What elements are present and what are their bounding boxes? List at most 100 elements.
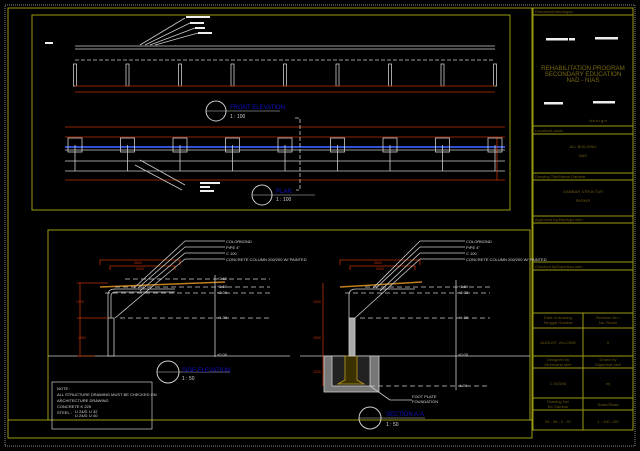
section-dim-3600: 3600	[374, 261, 382, 265]
logo-bar	[546, 38, 568, 41]
front-elevation-post	[73, 63, 77, 87]
location-label: Location/Lokasi	[535, 128, 563, 133]
logo-bar	[544, 102, 563, 105]
drawn-label: Drawn by	[600, 357, 617, 362]
drawing-title-line2: PARKIR	[576, 198, 591, 203]
drawn-label-id: Digambar oleh	[595, 362, 621, 367]
section-view	[300, 240, 530, 401]
designed-value: C 003/06	[550, 381, 567, 386]
project-title-line2: SECONDARY EDUCATION	[545, 71, 622, 78]
notes-line3: CONCRETE K 225	[57, 404, 92, 409]
level-2-00: +2.00	[217, 290, 228, 295]
section-dim-1500: 1500	[313, 336, 321, 340]
label-bar	[198, 32, 212, 34]
label-bar	[195, 27, 205, 29]
designed-label-id: Direncana oleh	[545, 362, 572, 367]
side-elevation-title: SIDE ELEVATION	[182, 368, 230, 374]
front-elevation-post	[125, 63, 130, 87]
logo-bar	[593, 101, 615, 104]
section-scale: 1 : 50	[386, 422, 399, 428]
notes-heading: NOTE :	[57, 386, 70, 391]
designed-label: Designed by	[547, 357, 569, 362]
front-elevation-post	[230, 63, 235, 87]
label-bar	[190, 22, 204, 24]
section-dim-foundation: 1000	[313, 370, 321, 374]
section-callout-column: CONCRETE COLUMN 200/200 W/ PAINTED	[466, 257, 547, 262]
checked-label: Checked by/Diperiksa oleh	[535, 264, 583, 269]
section-level-2-60: +2.60	[458, 284, 469, 289]
front-elevation-title: FRONT ELEVATION	[230, 105, 285, 111]
notes-steel-label: STEEL :	[57, 410, 72, 415]
level-1-00: +1.00	[217, 315, 228, 320]
scale-label: Scale/Skala	[597, 402, 619, 407]
revision-label-id: No. Revisi	[599, 320, 617, 325]
callout-c100: C 100	[226, 251, 237, 256]
drawing-title-line1: GAMBAR STRUKTUR	[563, 189, 603, 194]
plan-view	[65, 117, 505, 191]
side-elevation-scale: 1 : 50	[182, 376, 195, 382]
notes-line1: ALL STRUCTURE DRAWING MUST BE CHECKED ON	[57, 392, 157, 397]
bottom-view-frame	[47, 229, 531, 421]
section-callout-c100: C 100	[466, 251, 477, 256]
front-elevation-post	[178, 63, 182, 87]
notes-steel-3: U 24/D	[75, 413, 88, 418]
revision-label: Revision No /	[596, 315, 621, 320]
level-2-60: +2.60	[217, 276, 228, 281]
approved-label: Approved by/Disetujui oleh	[535, 217, 583, 222]
drawn-value: mj	[606, 381, 610, 386]
top-view-frame	[31, 14, 511, 211]
remarks-label: Remarks/Keterangan	[535, 9, 573, 14]
label-bar	[200, 182, 220, 184]
section-callout-colorbond: COLORBOND	[466, 239, 492, 244]
callout-foot-plate: FOOT PLATE	[412, 394, 437, 399]
notes-steel-2: U 32	[89, 409, 98, 414]
front-elevation-post	[283, 63, 287, 87]
dim-1000: 1000	[76, 300, 84, 304]
dim-3600: 3600	[134, 261, 142, 265]
section-level-0-00: ±0.00	[458, 352, 469, 357]
drawing-no-label-id: No Gambar	[548, 404, 569, 409]
front-elevation-post	[440, 63, 445, 87]
location-line1: ALL BUILDING	[570, 144, 597, 149]
front-elevation-post	[335, 63, 340, 87]
drawing-frame	[7, 7, 533, 439]
revision-value: 0	[607, 340, 610, 345]
front-elevation-post	[493, 63, 497, 87]
plan-scale: 1 : 100	[276, 197, 292, 203]
plan-title: PLAN	[276, 189, 292, 195]
side-elevation-view	[48, 240, 290, 357]
notes-steel-4: U 40	[89, 413, 98, 418]
callout-column: CONCRETE COLUMN 200/200 W/ PAINTED	[226, 257, 307, 262]
logo-tagline: d e s i g n	[589, 118, 606, 123]
section-level-minus-1-00: -1.00	[458, 383, 468, 388]
drawing-no-label: Drawing No/	[547, 399, 570, 404]
section-level-1-00: +1.00	[458, 315, 469, 320]
callout-colorbond: COLORBOND	[226, 239, 252, 244]
notes-box	[51, 381, 153, 430]
front-elevation-post	[388, 63, 392, 87]
front-elevation-view	[73, 17, 497, 93]
date-value: AUGUST, 2nd 2006	[540, 340, 576, 345]
level-0-00: ±0.00	[217, 352, 228, 357]
drawing-no-value: 04 - 06 - 0 - 01	[545, 419, 572, 424]
level-marker	[45, 42, 53, 44]
section-dim-1000: 1000	[313, 300, 321, 304]
label-bar	[200, 190, 214, 192]
logo-bar	[595, 37, 618, 40]
notes-line2: ARCHITECTURE DRAWING	[57, 398, 109, 403]
callout-foundation: FOUNDATION	[412, 399, 438, 404]
title-block	[532, 7, 634, 431]
section-title: SECTION A-A	[386, 412, 424, 418]
notes-steel-1: U 24/D	[75, 409, 88, 414]
label-bar	[186, 16, 210, 18]
project-title-line1: REHABILITATION PROGRAM	[541, 65, 625, 72]
section-level-2-00: +2.00	[458, 290, 469, 295]
section-callout-pipe: PIPE 4"	[466, 245, 480, 250]
label-bar	[200, 186, 210, 188]
sheet-border	[4, 4, 636, 447]
date-label-id: Tanggal Gambar	[543, 320, 573, 325]
project-title-line3: NAD - NIAS	[566, 77, 599, 84]
dim-1500: 1500	[78, 336, 86, 340]
section-dim-3000: 3000	[376, 267, 384, 271]
